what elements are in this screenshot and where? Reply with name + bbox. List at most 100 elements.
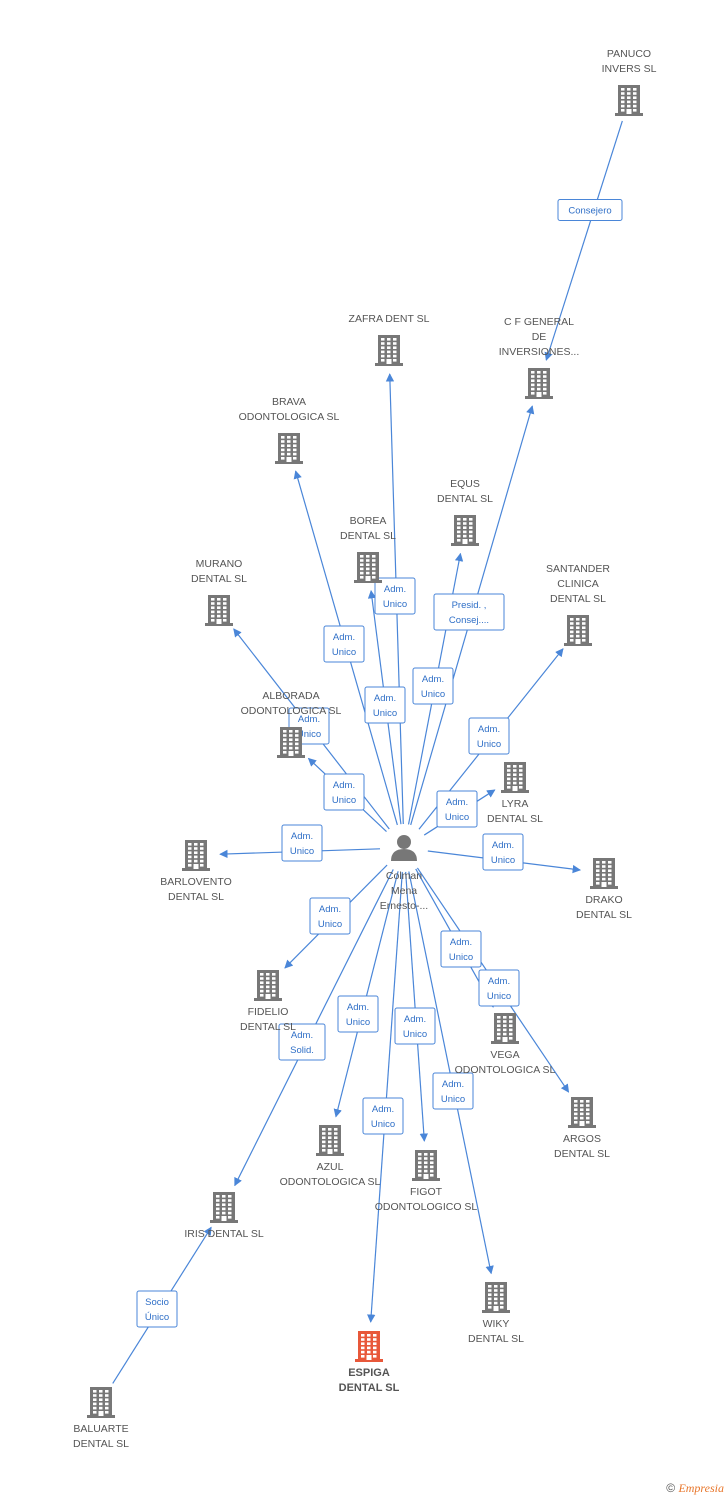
building-icon bbox=[451, 515, 479, 546]
company-node-fidelio[interactable]: FIDELIO DENTAL SL bbox=[240, 970, 296, 1033]
edge-label-text: Adm. bbox=[291, 831, 313, 842]
person-icon bbox=[391, 835, 417, 861]
edge-label-colman-to-cfgeneral[interactable]: Presid. ,Consej.... bbox=[433, 593, 505, 631]
edge-label-text: Consejero bbox=[568, 206, 611, 217]
company-label: DENTAL SL bbox=[340, 530, 396, 542]
edge-label-text: Unico bbox=[403, 1029, 427, 1040]
company-label: DENTAL SL bbox=[73, 1438, 129, 1450]
edge-label-box bbox=[281, 824, 323, 862]
edge-label-text: Adm. bbox=[333, 780, 355, 791]
edge-label-text: Consej.... bbox=[449, 615, 489, 626]
building-icon bbox=[355, 1331, 383, 1362]
company-node-vega[interactable]: VEGA ODONTOLOGICA SL bbox=[455, 1013, 556, 1076]
edge-label-text: Adm. bbox=[347, 1002, 369, 1013]
edge-label-text: Adm. bbox=[442, 1079, 464, 1090]
edge-label-text: Adm. bbox=[492, 840, 514, 851]
company-label: DE bbox=[532, 331, 547, 343]
edge-label-text: Unico bbox=[318, 919, 342, 930]
edge-label-box bbox=[468, 717, 510, 755]
company-label: VEGA bbox=[490, 1049, 519, 1061]
edge-label-text: Unico bbox=[290, 846, 314, 857]
company-label: DENTAL SL bbox=[240, 1021, 296, 1033]
edge-label-text: Adm. bbox=[372, 1104, 394, 1115]
company-label: FIDELIO bbox=[248, 1006, 289, 1018]
company-node-iris[interactable]: IRIS DENTAL SL bbox=[184, 1192, 264, 1240]
edge-label-box bbox=[440, 930, 482, 968]
edge-label-box bbox=[323, 625, 365, 663]
building-icon bbox=[491, 1013, 519, 1044]
copyright-symbol: © bbox=[666, 1481, 676, 1495]
building-icon bbox=[590, 858, 618, 889]
edge-label-text: Unico bbox=[421, 689, 445, 700]
edge-label-text: Adm. bbox=[298, 714, 320, 725]
edge-label-colman-to-azul[interactable]: Adm. Unico bbox=[337, 995, 379, 1033]
edge-label-box bbox=[309, 897, 351, 935]
edge-label-colman-to-brava[interactable]: Adm.Unico bbox=[323, 625, 365, 663]
building-icon bbox=[87, 1387, 115, 1418]
edge-label-text: Unico bbox=[346, 1017, 370, 1028]
building-icon bbox=[210, 1192, 238, 1223]
person-node-colman[interactable]: ColmanMenaErnesto-... bbox=[380, 826, 428, 912]
edge-label-colman-to-equs[interactable]: Adm.Unico bbox=[412, 667, 454, 705]
edge-label-box bbox=[374, 577, 416, 615]
edge-label-colman-to-borea[interactable]: Adm.Unico bbox=[364, 686, 406, 724]
edge-label-box bbox=[362, 1097, 404, 1135]
edge-label-colman-to-santander[interactable]: Adm.Unico bbox=[468, 717, 510, 755]
edge-label-colman-to-lyra[interactable]: Adm.Unico bbox=[436, 790, 478, 828]
company-label: BRAVA bbox=[272, 396, 306, 408]
edge-label-colman-to-wiky[interactable]: Adm.Unico bbox=[432, 1072, 474, 1110]
edge-label-colman-to-vega[interactable]: Adm.Unico bbox=[440, 930, 482, 968]
edge-label-box bbox=[364, 686, 406, 724]
company-label: INVERS SL bbox=[602, 63, 657, 75]
company-label: PANUCO bbox=[607, 48, 651, 60]
edge-label-colman-to-zafra[interactable]: Adm.Unico bbox=[374, 577, 416, 615]
building-icon bbox=[412, 1150, 440, 1181]
edge-label-panuco-to-cfgeneral[interactable]: Consejero bbox=[557, 199, 623, 221]
edge-label-colman-to-alborada[interactable]: Adm.Unico bbox=[323, 773, 365, 811]
footer-brand: © Empresia bbox=[666, 1481, 724, 1496]
building-icon bbox=[254, 970, 282, 1001]
edge-label-text: Socio bbox=[145, 1297, 169, 1308]
company-label: INVERSIONES... bbox=[499, 346, 580, 358]
company-label: IRIS DENTAL SL bbox=[184, 1228, 264, 1240]
edge-label-colman-to-barlovento[interactable]: Adm. Unico bbox=[281, 824, 323, 862]
edge-label-text: Unico bbox=[371, 1119, 395, 1130]
company-node-zafra[interactable]: ZAFRA DENT SL bbox=[349, 313, 430, 366]
company-label: BARLOVENTO bbox=[160, 876, 232, 888]
company-label: FIGOT bbox=[410, 1186, 443, 1198]
edge-label-colman-to-espiga[interactable]: Adm. Unico bbox=[362, 1097, 404, 1135]
edge-label-colman-to-drako[interactable]: Adm. Unico bbox=[482, 833, 524, 871]
edge-label-text: Unico bbox=[449, 952, 473, 963]
edge-label-colman-to-fidelio[interactable]: Adm.Unico bbox=[309, 897, 351, 935]
edge-label-colman-to-figot[interactable]: Adm.Unico bbox=[394, 1007, 436, 1045]
building-icon bbox=[615, 85, 643, 116]
edge-label-text: Unico bbox=[383, 599, 407, 610]
company-node-panuco[interactable]: PANUCO INVERS SL bbox=[602, 48, 657, 116]
edge-label-colman-to-iris[interactable]: Adm.Solid. bbox=[278, 1023, 326, 1061]
edge-label-colman-to-argos[interactable]: Adm.Unico bbox=[478, 969, 520, 1007]
company-node-cfgeneral[interactable]: C F GENERALDEINVERSIONES... bbox=[499, 316, 580, 399]
company-label: ODONTOLOGICA SL bbox=[455, 1064, 556, 1076]
edge-colman-to-figot bbox=[405, 871, 429, 1142]
edge-label-text: Unico bbox=[491, 855, 515, 866]
person-label: Ernesto-... bbox=[380, 900, 428, 912]
brand-logo[interactable]: Empresia bbox=[678, 1481, 724, 1495]
